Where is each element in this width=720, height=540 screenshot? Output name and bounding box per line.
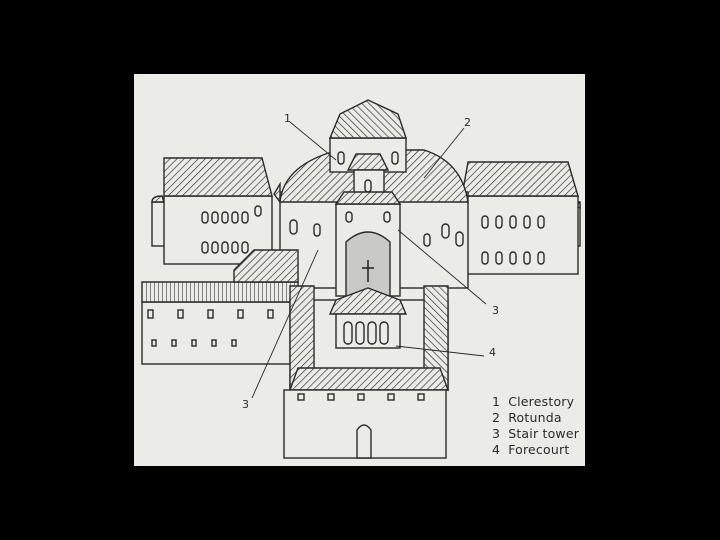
callout-2: 2 (464, 116, 471, 129)
legend-label: Clerestory (508, 394, 575, 409)
legend-number: 2 (492, 410, 501, 425)
callout-3-right: 3 (492, 304, 499, 317)
legend-number: 4 (492, 442, 501, 457)
callout-4: 4 (489, 346, 496, 359)
legend-item-rotunda: 2 Rotunda (492, 410, 562, 425)
portico (328, 287, 408, 349)
legend-label: Rotunda (508, 410, 562, 425)
legend-number: 3 (492, 426, 501, 441)
legend-item-forecourt: 4 Forecourt (492, 442, 569, 457)
legend-label: Forecourt (508, 442, 570, 457)
building-drawing (141, 99, 581, 459)
callout-1: 1 (284, 112, 291, 125)
left-wing (151, 157, 273, 265)
legend-number: 1 (492, 394, 501, 409)
gatehouse (283, 389, 447, 459)
legend-label: Stair tower (508, 426, 580, 441)
leader-lines (251, 121, 487, 399)
slide-panel: 1 2 3 3 4 1 Clerestory 2 Rotunda 3 Stair… (134, 74, 585, 466)
legend-item-clerestory: 1 Clerestory (492, 394, 574, 409)
stair-tower (334, 191, 402, 297)
legend-item-stair-tower: 3 Stair tower (492, 426, 579, 441)
callout-3-left: 3 (242, 398, 249, 411)
right-wing (461, 161, 581, 275)
